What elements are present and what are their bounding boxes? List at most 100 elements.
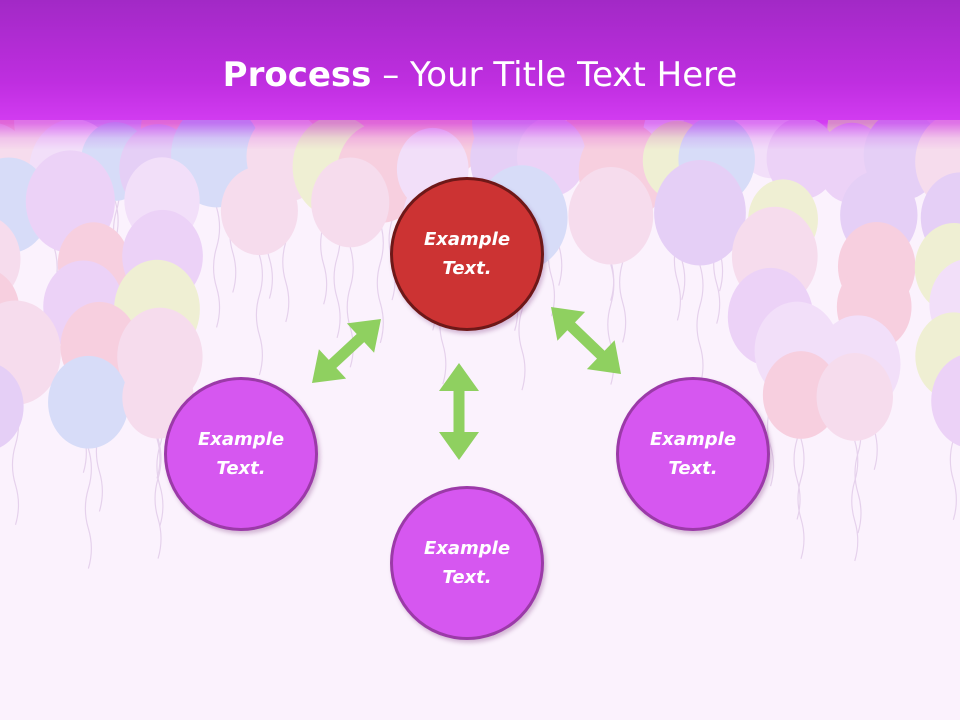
balloon bbox=[915, 312, 960, 400]
balloon bbox=[122, 209, 203, 303]
arrow-vertical bbox=[439, 363, 479, 460]
balloon-string bbox=[50, 167, 58, 288]
balloon-string bbox=[154, 438, 162, 559]
balloon bbox=[234, 120, 304, 179]
balloon-string bbox=[5, 253, 13, 374]
balloon bbox=[566, 120, 656, 181]
balloon bbox=[827, 120, 904, 173]
balloon bbox=[857, 120, 946, 180]
balloon bbox=[336, 122, 424, 223]
balloon-string bbox=[66, 252, 74, 374]
balloon bbox=[48, 355, 129, 449]
balloon bbox=[766, 120, 838, 200]
balloon-string bbox=[949, 399, 957, 521]
balloon bbox=[77, 120, 156, 171]
balloon bbox=[642, 120, 721, 180]
balloon bbox=[816, 352, 893, 441]
balloon bbox=[578, 121, 667, 223]
balloon-string bbox=[870, 349, 878, 471]
balloon bbox=[642, 120, 713, 201]
balloon bbox=[140, 120, 211, 171]
balloon bbox=[14, 120, 95, 168]
balloon-string bbox=[158, 302, 167, 423]
slide-title: Process – Your Title Text Here bbox=[0, 52, 960, 98]
balloon-string bbox=[172, 169, 180, 291]
balloon-string bbox=[797, 438, 805, 559]
center-node[interactable]: Example Text. bbox=[390, 177, 544, 331]
balloon-string bbox=[950, 312, 958, 433]
balloon bbox=[29, 120, 118, 221]
balloon bbox=[0, 220, 21, 299]
balloon bbox=[25, 150, 115, 253]
balloon-string bbox=[861, 172, 869, 293]
arrow-right-diagonal bbox=[551, 307, 621, 374]
node-left[interactable]: Example Text. bbox=[164, 377, 318, 531]
node-right-label: Example Text. bbox=[649, 429, 737, 479]
balloon-string bbox=[320, 184, 328, 305]
node-bottom[interactable]: Example Text. bbox=[390, 486, 544, 640]
balloon-string bbox=[607, 180, 615, 301]
balloon-string bbox=[112, 170, 121, 291]
balloon bbox=[863, 120, 942, 200]
balloon bbox=[311, 157, 390, 248]
balloon bbox=[762, 351, 840, 439]
balloon-string bbox=[111, 200, 119, 322]
balloon-string bbox=[848, 203, 856, 324]
balloon bbox=[517, 120, 586, 197]
balloon-string bbox=[696, 265, 704, 386]
balloon-string bbox=[79, 352, 87, 473]
balloon bbox=[196, 120, 269, 173]
balloon-string bbox=[555, 165, 563, 286]
balloon-string bbox=[158, 243, 166, 365]
balloon bbox=[840, 170, 918, 260]
title-text: Your Title Text Here bbox=[410, 55, 738, 95]
node-left-label: Example Text. bbox=[197, 429, 285, 479]
balloon bbox=[0, 300, 61, 405]
title-separator: – bbox=[371, 55, 411, 95]
balloon-string bbox=[673, 200, 682, 321]
balloon bbox=[815, 315, 901, 414]
balloon bbox=[929, 259, 960, 350]
balloon bbox=[754, 301, 840, 400]
balloon bbox=[748, 179, 818, 260]
balloon bbox=[124, 157, 200, 244]
balloon-string bbox=[766, 366, 775, 487]
balloon-string bbox=[154, 213, 162, 334]
balloon bbox=[915, 120, 960, 212]
balloon-string bbox=[153, 358, 161, 479]
balloon bbox=[931, 355, 960, 447]
balloon-string bbox=[713, 203, 721, 324]
center-node-label: Example Text. bbox=[423, 229, 511, 279]
node-right[interactable]: Example Text. bbox=[616, 377, 770, 531]
balloon-string bbox=[156, 405, 164, 527]
node-bottom-label: Example Text. bbox=[423, 538, 511, 588]
balloon bbox=[114, 259, 200, 359]
balloon-string bbox=[229, 172, 237, 293]
balloon bbox=[284, 120, 363, 185]
balloon-string bbox=[798, 199, 806, 320]
balloon-string bbox=[854, 412, 862, 534]
balloon bbox=[520, 120, 597, 166]
balloon bbox=[682, 120, 757, 172]
balloon bbox=[220, 166, 298, 256]
balloon bbox=[351, 120, 433, 181]
balloon bbox=[0, 123, 35, 221]
balloon-string bbox=[376, 222, 384, 344]
balloon bbox=[678, 120, 755, 204]
balloon bbox=[733, 120, 812, 179]
balloon-string bbox=[90, 304, 98, 425]
balloon bbox=[836, 263, 912, 350]
balloon bbox=[731, 206, 818, 306]
balloon-string bbox=[771, 305, 779, 426]
balloon bbox=[43, 260, 124, 353]
balloon-string bbox=[69, 220, 78, 342]
balloon-string bbox=[265, 178, 274, 299]
title-bold: Process bbox=[222, 55, 372, 95]
balloon bbox=[920, 172, 960, 263]
balloon-string bbox=[793, 399, 801, 520]
balloon-string bbox=[954, 210, 960, 332]
balloon bbox=[60, 301, 139, 392]
balloon bbox=[727, 267, 814, 367]
balloon bbox=[246, 120, 326, 202]
